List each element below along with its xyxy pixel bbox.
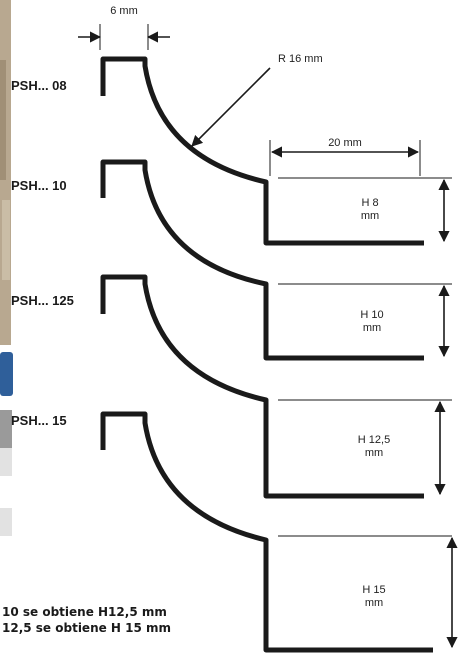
note-line: 12,5 se obtiene H 15 mm	[2, 621, 171, 635]
height-unit: mm	[365, 447, 383, 459]
profile-code: PSH... 08	[11, 78, 67, 93]
radius-label: R 16 mm	[278, 53, 323, 65]
profile-psh-10: PSH... 10 H 10 mm	[11, 159, 452, 361]
radius-dimension: R 16 mm	[191, 53, 323, 147]
base-width-dimension: 20 mm	[269, 137, 421, 176]
lip-width-dimension: 6 mm	[78, 5, 170, 50]
product-photo-highlight	[2, 200, 10, 280]
light-block-lower	[0, 508, 12, 536]
profile-psh-15: PSH... 15 H 15 mm	[11, 411, 458, 653]
base-width-label: 20 mm	[328, 137, 362, 149]
badge-icon	[0, 352, 13, 396]
height-unit: mm	[363, 322, 381, 334]
height-label: H 12,5	[358, 434, 390, 446]
height-label: H 15	[362, 584, 385, 596]
gray-block	[0, 410, 12, 448]
profile-psh-08: PSH... 08 H 8 mm	[11, 56, 452, 246]
lip-width-label: 6 mm	[110, 5, 138, 17]
height-unit: mm	[361, 210, 379, 222]
height-label: H 10	[360, 309, 383, 321]
profile-code: PSH... 10	[11, 178, 67, 193]
profile-code: PSH... 15	[11, 413, 67, 428]
height-label: H 8	[361, 197, 378, 209]
notes: 10 se obtiene H12,5 mm 12,5 se obtiene H…	[2, 605, 171, 635]
light-block	[0, 448, 12, 476]
left-strip	[0, 0, 13, 536]
profile-psh-125: PSH... 125 H 12,5 mm	[11, 274, 452, 499]
product-photo-shade	[0, 60, 6, 180]
height-unit: mm	[365, 597, 383, 609]
profile-code: PSH... 125	[11, 293, 74, 308]
note-line: 10 se obtiene H12,5 mm	[2, 605, 167, 619]
